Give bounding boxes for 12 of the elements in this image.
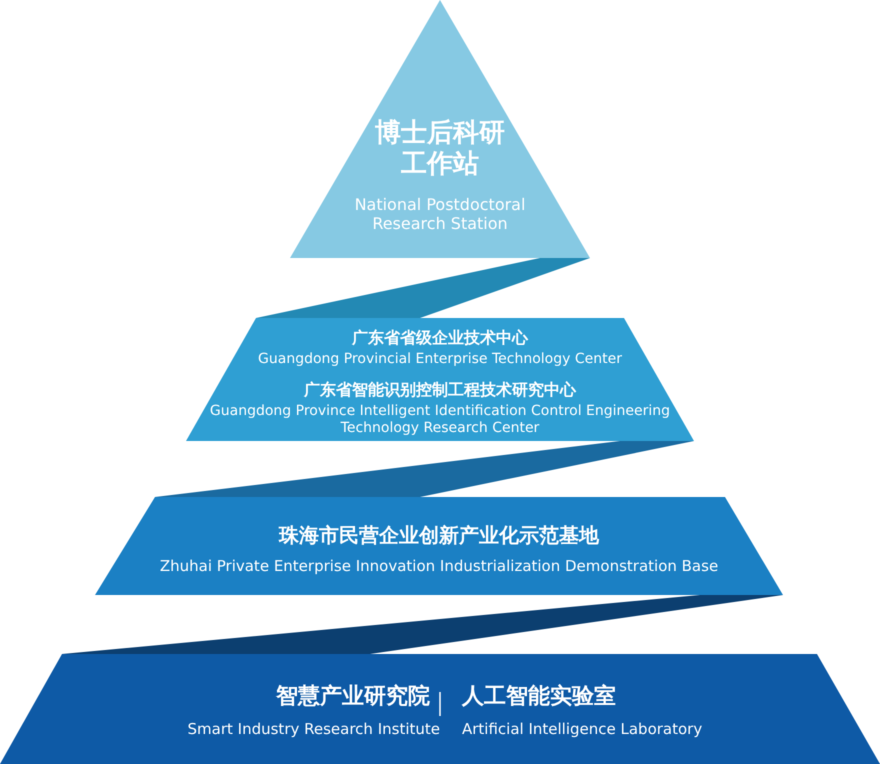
tier-subtitle: Smart Industry Research Institute: [186, 720, 440, 738]
tier-title: 博士后科研工作站: [374, 118, 506, 180]
tier-subtitle: Guangdong Province Intelligent Identification Control Engineering Technology Research Center: [208, 403, 672, 437]
tier-title: 广东省智能识别控制工程技术研究中心: [302, 380, 578, 400]
tier-title: 人工智能实验室: [462, 684, 617, 710]
tier-subtitle: Artificial Intelligence Laboratory: [462, 720, 704, 738]
tier-title: 广东省省级企业技术中心: [350, 328, 530, 348]
tier-subtitle: Guangdong Provincial Enterprise Technology Center: [257, 351, 623, 368]
tier-subtitle: Zhuhai Private Enterprise Innovation Industrialization Demonstration Base: [158, 557, 720, 575]
tier-subtitle: National Postdoctoral Research Station: [354, 195, 526, 234]
tier-title: 珠海市民营企业创新产业化示范基地: [278, 523, 600, 547]
tier-title: 智慧产业研究院: [274, 684, 430, 710]
